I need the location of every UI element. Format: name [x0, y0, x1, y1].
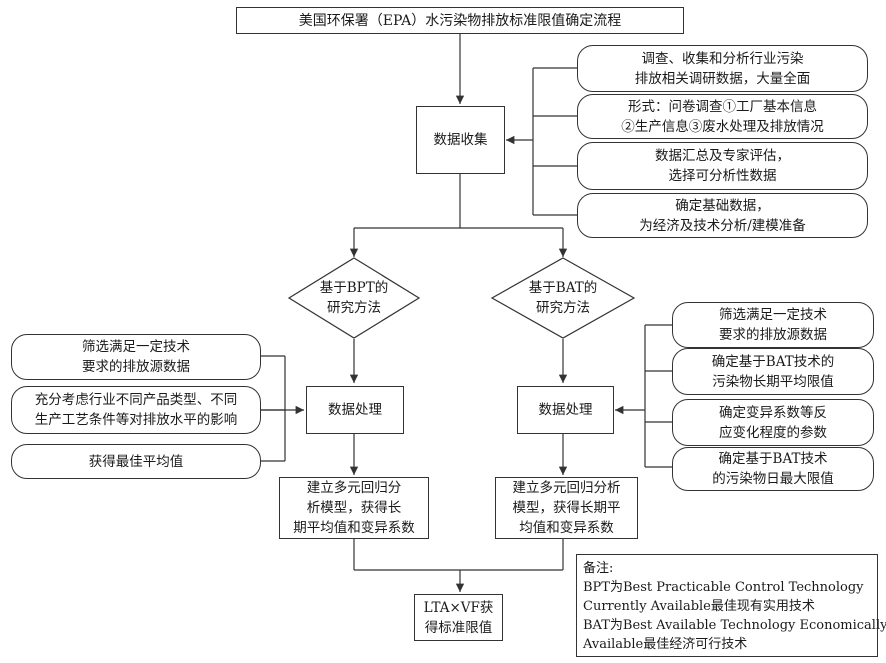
note-heading: 备注: — [583, 561, 614, 576]
note-line-3: BAT为Best Available Technology Economical… — [583, 618, 886, 633]
bat-method-label: 基于BAT的 研究方法 — [528, 280, 598, 316]
bat-process-box: 数据处理 — [517, 386, 614, 434]
note-line-4: Available最佳经济可行技术 — [583, 637, 748, 652]
bat-method-diamond — [490, 257, 636, 339]
note-line-1: BPT为Best Practicable Control Technology — [583, 580, 864, 595]
data-collection-label: 数据收集 — [433, 132, 488, 148]
bpt-input-2: 充分考虑行业不同产品类型、不同 生产工艺条件等对排放水平的影响 — [11, 386, 261, 434]
collection-detail-1: 调查、收集和分析行业污染 排放相关调研数据，大量全面 — [577, 45, 868, 92]
bpt-process-box: 数据处理 — [306, 386, 404, 434]
data-collection-box: 数据收集 — [416, 106, 505, 174]
note-line-2: Currently Available最佳现有实用技术 — [583, 599, 815, 614]
result-box: LTA×VF获 得标准限值 — [414, 594, 503, 641]
bpt-input-3: 获得最佳平均值 — [11, 444, 261, 479]
note-box: 备注: BPT为Best Practicable Control Technol… — [576, 554, 886, 657]
bat-model-box: 建立多元回归分析 模型，获得长期平 均值和变异系数 — [495, 477, 638, 539]
collection-detail-4: 确定基础数据， 为经济及技术分析/建模准备 — [577, 193, 868, 238]
bat-input-1: 筛选满足一定技术 要求的排放源数据 — [672, 302, 874, 348]
bpt-method-diamond — [287, 257, 421, 339]
bpt-input-1: 筛选满足一定技术 要求的排放源数据 — [11, 334, 261, 380]
collection-detail-2: 形式：问卷调查①工厂基本信息 ②生产信息③废水处理及排放情况 — [577, 94, 868, 139]
page-title: 美国环保署（EPA）水污染物排放标准限值确定流程 — [298, 12, 622, 29]
bat-input-2: 确定基于BAT技术的 污染物长期平均限值 — [672, 348, 874, 395]
collection-detail-3: 数据汇总及专家评估， 选择可分析性数据 — [577, 142, 868, 190]
bat-input-4: 确定基于BAT技术 的污染物日最大限值 — [672, 447, 874, 491]
bpt-model-box: 建立多元回归分 析模型，获得长 期平均值和变异系数 — [279, 477, 429, 539]
title-box: 美国环保署（EPA）水污染物排放标准限值确定流程 — [236, 7, 684, 34]
bat-input-3: 确定变异系数等反 应变化程度的参数 — [672, 399, 874, 446]
bpt-method-label: 基于BPT的 研究方法 — [319, 280, 389, 316]
